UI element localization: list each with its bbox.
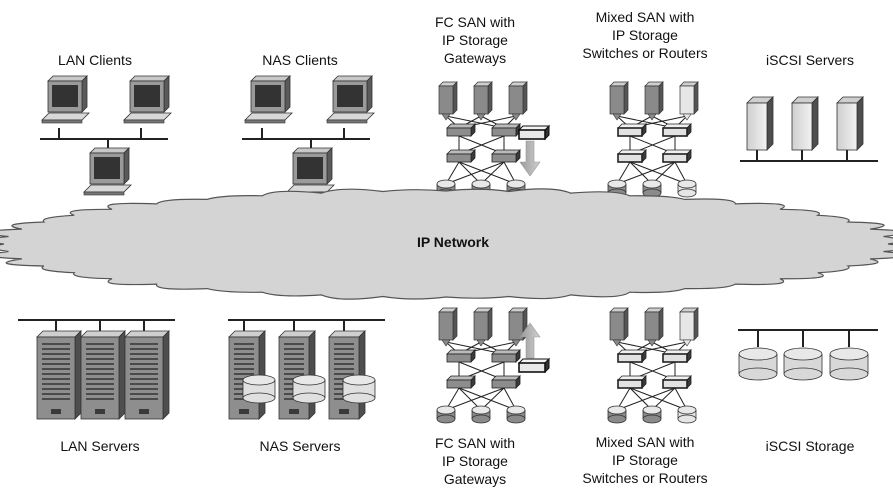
san-host [679,81,699,121]
lan-clients-group [40,128,168,150]
san-disk [642,405,662,424]
san-host [473,81,493,121]
lan-server-tower [36,330,82,420]
san-disk [506,405,526,424]
san-switch [491,149,521,163]
iscsi-servers-group [740,150,878,162]
nas-disk [242,374,276,404]
iscsi-storage-disk [783,347,823,381]
san-host [644,307,664,347]
lan-client-pc [41,75,90,124]
label-lan-servers: LAN Servers [60,438,140,454]
san-switch [446,149,476,163]
san-host [609,307,629,347]
network-cloud [0,188,893,300]
san-disk [607,405,627,424]
lan-server-tower [80,330,126,420]
san-switch [617,375,647,389]
label-mixed-san-bottom: Mixed SAN with IP Storage Switches or Ro… [582,434,708,486]
san-switch [617,123,647,137]
san-disk [471,405,491,424]
label-mixed-san-top: Mixed SAN with IP Storage Switches or Ro… [582,9,708,61]
lan-client-pc [83,147,132,196]
cloud-shape [0,188,893,300]
nas-client-pc [326,75,375,124]
san-switch [662,375,692,389]
san-switch [617,149,647,163]
nas-client-pc [286,147,335,196]
san-disk [642,179,662,198]
nas-disk [292,374,326,404]
nas-client-pc [244,75,293,124]
san-switch [446,349,476,363]
mixed-san-bottom-fabric [609,307,699,411]
nas-servers-group [228,319,385,331]
label-nas-servers: NAS Servers [259,438,341,454]
label-lan-clients: LAN Clients [58,52,132,68]
iscsi-server-tower [791,96,819,151]
mixed-san-top-fabric [609,81,699,185]
san-host [609,81,629,121]
devices-layer [18,75,878,424]
fc-san-top-fabric [438,81,528,185]
label-iscsi-storage: iSCSI Storage [765,438,855,454]
label-nas-clients: NAS Clients [262,52,338,68]
san-host [438,81,458,121]
label-iscsi-servers: iSCSI Servers [766,52,854,68]
fc-san-bottom-gateway [517,322,551,374]
lan-servers-group [18,319,175,331]
san-switch [491,349,521,363]
san-host [679,307,699,347]
label-fc-san-bottom: FC SAN with IP Storage Gateways [434,435,516,487]
san-host [644,81,664,121]
iscsi-server-tower [836,96,864,151]
san-host [508,81,528,121]
san-disk [677,405,697,424]
iscsi-storage-disk [738,347,778,381]
san-switch [491,123,521,137]
san-disk [677,179,697,198]
san-host [438,307,458,347]
fc-san-top-gateway [517,124,551,177]
san-host [473,307,493,347]
san-switch [491,375,521,389]
lan-client-pc [123,75,172,124]
san-host [508,307,528,347]
iscsi-storage-disk [829,347,869,381]
san-switch [662,349,692,363]
network-label: IP Network [416,234,490,250]
fc-san-bottom-fabric [438,307,528,411]
nas-disk [342,374,376,404]
san-switch [446,123,476,137]
san-switch [617,349,647,363]
san-switch [662,123,692,137]
nas-clients-group [242,128,370,150]
san-switch [662,149,692,163]
iscsi-storage-group [738,329,878,347]
label-fc-san-top: FC SAN with IP Storage Gateways [434,14,516,66]
iscsi-server-tower [746,96,774,151]
san-disk [436,405,456,424]
san-switch [446,375,476,389]
lan-server-tower [124,330,170,420]
